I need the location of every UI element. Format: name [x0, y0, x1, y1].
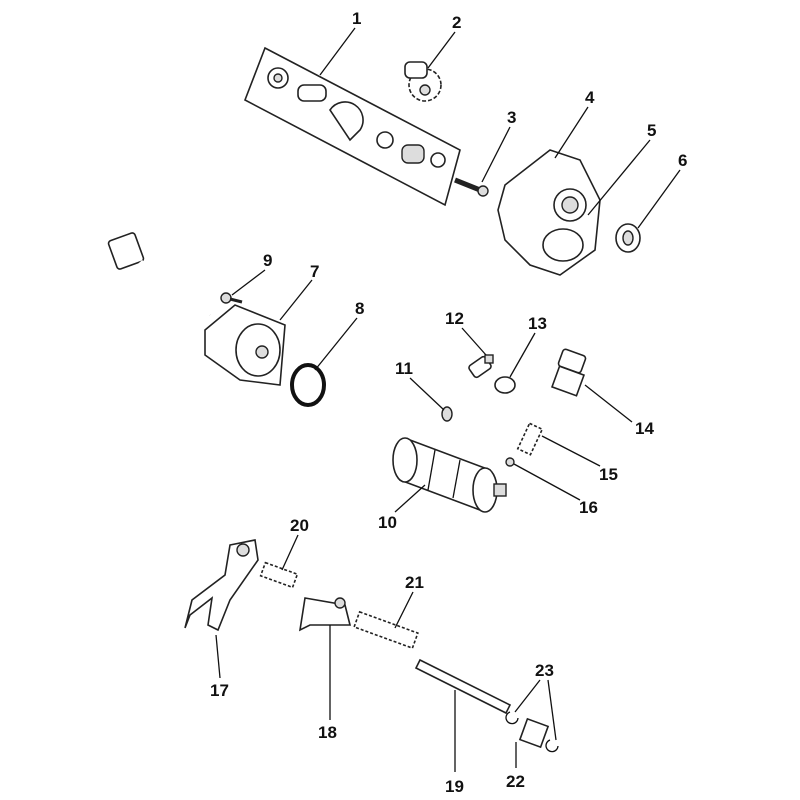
callout-6: 6 [678, 151, 687, 170]
callout-19: 19 [445, 777, 464, 796]
part-23-circlips [505, 711, 559, 753]
callout-11: 11 [395, 359, 413, 378]
part-2-gear [404, 61, 442, 102]
callout-10: 10 [378, 513, 397, 532]
callout-15: 15 [599, 465, 618, 484]
part-14-plug [550, 348, 587, 397]
part-20-spring [259, 561, 299, 589]
callout-20: 20 [290, 516, 309, 535]
callout-18: 18 [318, 723, 337, 742]
part-21-spring [353, 610, 419, 650]
callout-12: 12 [445, 309, 464, 328]
callout-8: 8 [355, 299, 364, 318]
callout-1: 1 [352, 9, 361, 28]
leader-lines [215, 27, 681, 772]
part-15-spring [516, 422, 544, 456]
part-3-bolt [454, 177, 489, 197]
callout-9: 9 [263, 251, 272, 270]
part-11-pin [441, 406, 453, 422]
part-13-washer [494, 376, 516, 394]
callout-21: 21 [405, 573, 424, 592]
part-22-nut [518, 717, 550, 749]
callout-22: 22 [506, 772, 525, 791]
part-7-lever [107, 232, 286, 386]
callout-14: 14 [635, 419, 654, 438]
part-8-oring [290, 363, 326, 407]
callout-3: 3 [507, 108, 516, 127]
callout-16: 16 [579, 498, 598, 517]
part-17-fork [184, 539, 259, 632]
part-16-ball [505, 457, 515, 467]
part-6-seal [615, 223, 641, 253]
callout-2: 2 [452, 13, 461, 32]
part-4-cover [497, 149, 601, 276]
callout-5: 5 [647, 121, 656, 140]
part-19-shaft [414, 658, 512, 715]
part-18-fork [298, 597, 352, 632]
callout-13: 13 [528, 314, 547, 333]
part-12-switch [468, 354, 494, 379]
part-10-drum [392, 437, 507, 513]
callout-17: 17 [210, 681, 229, 700]
callout-23: 23 [535, 661, 554, 680]
part-9-screw [220, 292, 243, 304]
callout-labels: 1 2 3 4 5 6 7 8 9 10 11 12 13 14 15 16 1… [210, 9, 687, 796]
callout-4: 4 [585, 88, 595, 107]
callout-7: 7 [310, 262, 319, 281]
part-1-kit [243, 46, 461, 207]
